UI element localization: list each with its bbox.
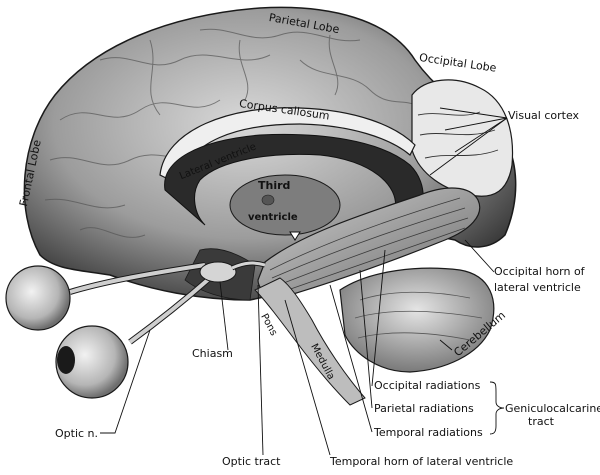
eyeball-lower <box>55 325 129 399</box>
cerebellum-folia <box>354 291 483 341</box>
cerebellum-shape <box>339 267 495 373</box>
label-temporal-horn: Temporal horn of lateral ventricle <box>330 455 514 468</box>
label-optic-tract: Optic tract <box>222 455 281 468</box>
third-ventricle <box>229 174 341 236</box>
arrow-icon <box>289 231 301 241</box>
label-tract: tract <box>528 415 554 428</box>
brainstem <box>254 277 366 406</box>
label-temporal-radiations: Temporal radiations <box>374 426 483 439</box>
label-third: Third <box>258 179 291 192</box>
corpus-callosum <box>159 107 416 186</box>
label-geniculocalcarine: Geniculocalcarine <box>505 402 600 415</box>
occipital-visual-cortex <box>411 79 514 197</box>
label-optic-n: Optic n. <box>55 427 99 440</box>
label-visual-cortex: Visual cortex <box>508 109 580 122</box>
eyeball-upper <box>5 265 71 331</box>
label-ventricle: ventricle <box>248 212 298 223</box>
label-occipital-horn-2: lateral ventricle <box>494 281 581 294</box>
optic-pathway <box>69 260 266 345</box>
label-occipital-radiations: Occipital radiations <box>374 379 481 392</box>
calcarine-sulci <box>417 111 499 159</box>
label-occipital-horn: Occipital horn of <box>494 265 585 278</box>
radiation-fibers <box>269 197 469 293</box>
leader-lines <box>100 107 508 456</box>
optic-chiasm <box>199 261 237 283</box>
label-parietal-radiations: Parietal radiations <box>374 402 474 415</box>
label-chiasm: Chiasm <box>192 347 233 360</box>
